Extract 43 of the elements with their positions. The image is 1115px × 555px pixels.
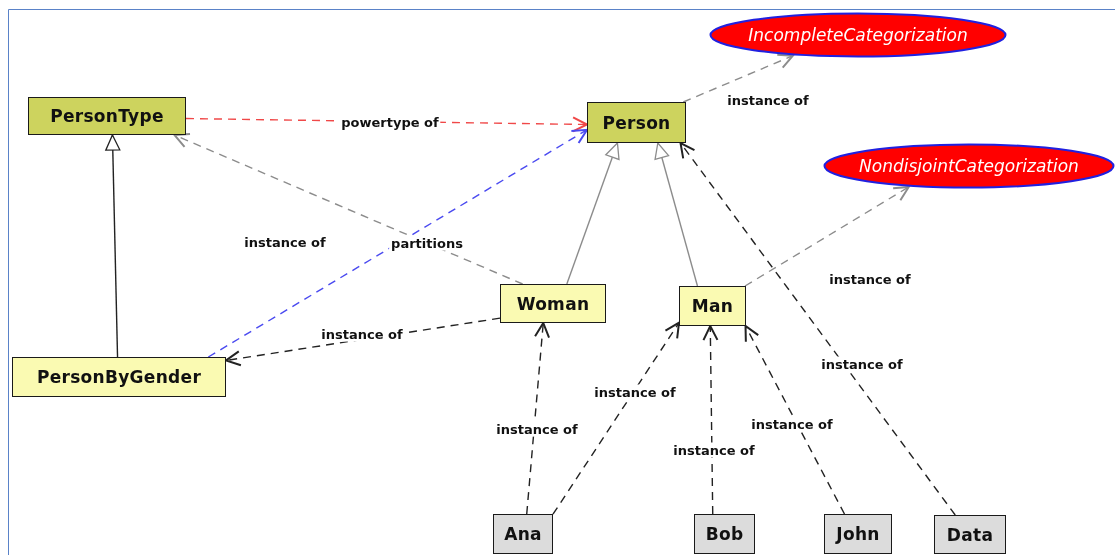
node-label: PersonByGender bbox=[36, 367, 202, 387]
class-box bbox=[679, 286, 746, 326]
edge-label: partitions bbox=[389, 235, 465, 251]
edge-label: instance of bbox=[725, 92, 811, 108]
class-box bbox=[28, 97, 186, 135]
generalization-arrow bbox=[654, 142, 699, 287]
edge-label: instance of bbox=[819, 356, 905, 372]
node-label: Man bbox=[691, 296, 734, 316]
instance-box bbox=[493, 514, 553, 554]
edge-label: instance of bbox=[827, 271, 913, 287]
class-box bbox=[12, 357, 226, 397]
edge-label: instance of bbox=[592, 384, 678, 400]
edge-label: instance of bbox=[242, 234, 328, 250]
generalization-arrow bbox=[105, 134, 121, 358]
node-label: IncompleteCategorization bbox=[748, 25, 968, 45]
node-label: John bbox=[836, 524, 880, 544]
edge-label: instance of bbox=[749, 416, 835, 432]
edge-label: instance of bbox=[671, 442, 757, 458]
node-label: Data bbox=[946, 524, 994, 545]
class-box bbox=[500, 284, 606, 323]
instance-box bbox=[934, 515, 1006, 554]
node-label: PersonType bbox=[50, 106, 164, 126]
dashed-arrow bbox=[679, 142, 956, 516]
generalization-arrow bbox=[566, 142, 620, 285]
dashed-arrow bbox=[702, 325, 719, 515]
dashed-arrow bbox=[744, 325, 846, 515]
dashed-arrow bbox=[207, 128, 588, 358]
dashed-arrow bbox=[526, 322, 551, 515]
dashed-arrow bbox=[552, 321, 680, 515]
node-label: NondisjointCategorization bbox=[859, 156, 1079, 176]
dashed-arrow bbox=[744, 185, 910, 287]
edge-label: instance of bbox=[494, 421, 580, 437]
dashed-arrow bbox=[682, 53, 794, 103]
instance-box bbox=[824, 514, 892, 554]
dashed-arrow bbox=[173, 133, 524, 285]
edge-label: instance of bbox=[319, 326, 405, 342]
node-label: Bob bbox=[705, 524, 744, 544]
node-label: Woman bbox=[516, 293, 590, 314]
class-box bbox=[587, 102, 686, 143]
instance-box bbox=[694, 514, 755, 554]
node-label: Person bbox=[602, 112, 671, 133]
node-label: Ana bbox=[504, 524, 542, 544]
edge-label: powertype of bbox=[339, 114, 441, 130]
